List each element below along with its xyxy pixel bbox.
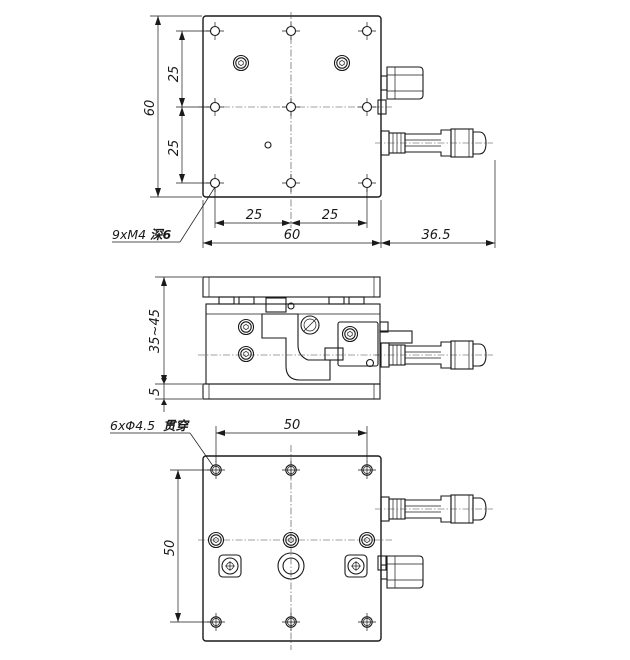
top-dim-height-60-label: 60 [143,100,158,117]
bottom-dim-height-label: 50 [163,540,178,557]
side-dim-height-range-label: 35~45 [148,309,163,353]
bottom-dim-width-label: 50 [284,418,301,433]
bottom-view-micrometer [374,494,494,524]
through-holes-prefix: 6xΦ4.5 [110,418,155,433]
top-dim-height-upper-label: 25 [167,66,182,83]
bottom-view: 50 50 6xΦ4.5 贯穿 [110,418,494,650]
top-dim-micrometer-label: 36.5 [422,228,451,243]
top-dim-height-25-25: 25 25 [167,30,210,184]
top-callout-tapped-holes: 9xM4 深6 [112,186,216,243]
bottom-callout-through-holes: 6xΦ4.5 贯穿 [110,418,214,467]
top-view-micrometer [374,128,494,158]
top-dim-width-60: 60 [202,200,382,248]
bottom-view-recessed-screws [218,554,368,578]
bottom-view-center-hole [277,552,305,580]
side-view-base [202,383,381,400]
bottom-view-lock-knob [377,555,424,589]
bottom-view-through-holes [206,460,377,632]
bottom-dim-height-50: 50 [163,469,210,623]
top-dim-micrometer-36-5: 36.5 [381,160,496,248]
top-view-cap-screws [232,54,351,72]
bottom-dim-width-50: 50 [215,418,368,462]
top-dim-width-25-25: 25 25 [214,188,368,228]
top-view: 60 25 25 25 25 [112,12,496,248]
side-view: 35~45 5 [148,276,494,412]
top-view-stage-outline [202,15,382,198]
side-view-top-plate [202,276,381,298]
side-dim-height-range: 35~45 [148,276,202,385]
side-view-bracket [261,313,331,381]
tapped-holes-depth: 深6 [150,227,172,242]
top-dim-width-60-label: 60 [284,228,301,243]
top-dim-height-lower-label: 25 [167,140,182,157]
side-dim-base-5: 5 [148,378,202,412]
through-holes-suffix: 贯穿 [163,418,191,433]
side-view-lock-knob [379,321,413,344]
side-view-micrometer [374,340,494,370]
top-view-pin [264,141,272,149]
top-view-lock-knob [377,66,424,115]
top-dim-height-60: 60 [143,15,202,198]
top-dim-width-right-label: 25 [322,208,339,223]
bottom-view-stage-outline [202,455,382,642]
side-dim-base-label: 5 [148,388,163,396]
tapped-holes-prefix: 9xM4 [112,227,146,242]
top-dim-width-left-label: 25 [246,208,263,223]
